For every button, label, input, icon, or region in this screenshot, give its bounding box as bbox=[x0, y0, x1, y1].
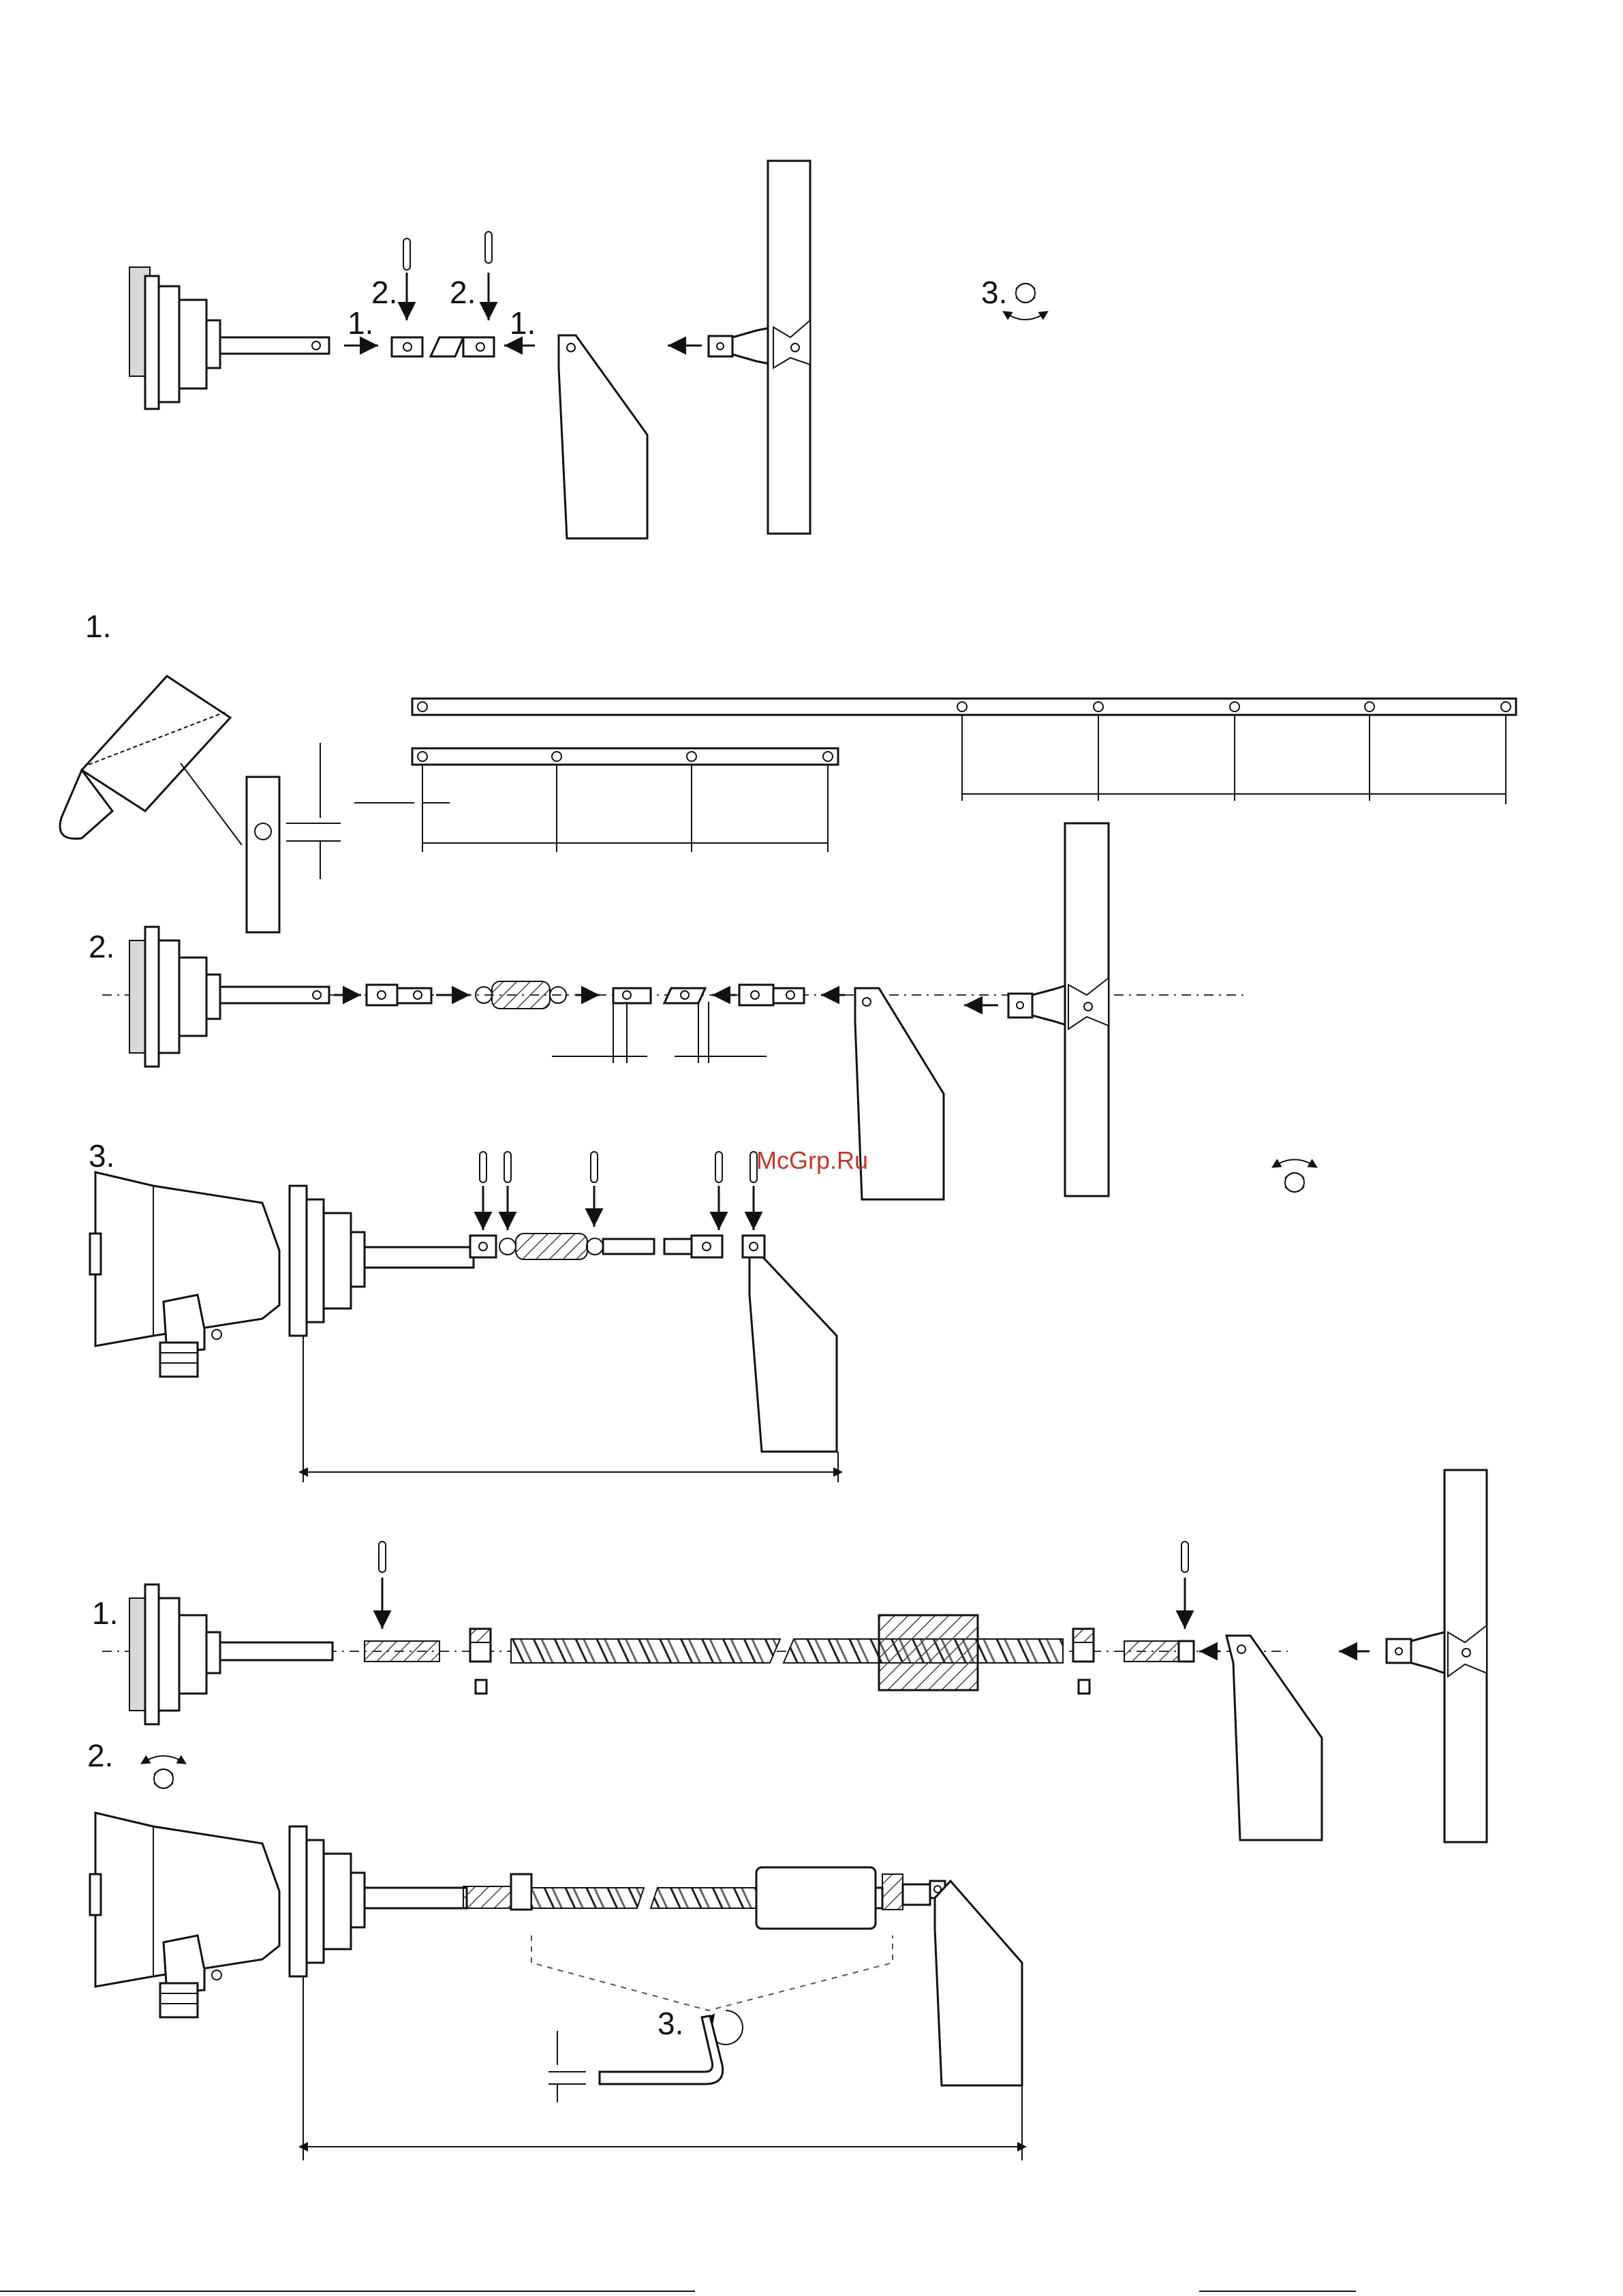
wire-rope-icon bbox=[511, 1639, 780, 1663]
paddle bbox=[559, 335, 647, 538]
clevis bbox=[367, 985, 397, 1005]
step-label: 3. bbox=[981, 275, 1007, 310]
sensor-flange bbox=[129, 1585, 333, 1724]
connector bbox=[613, 988, 651, 1003]
step-label: 2. bbox=[450, 275, 476, 310]
sensor-housing bbox=[90, 1172, 474, 1377]
clevis bbox=[463, 337, 494, 356]
wire-rope-icon bbox=[531, 1888, 644, 1908]
sensor-flange bbox=[129, 267, 329, 409]
rod-piece bbox=[247, 777, 279, 932]
clevis bbox=[739, 985, 773, 1005]
extension-bar-short bbox=[412, 748, 838, 765]
clevis bbox=[470, 1236, 496, 1257]
hacksaw-icon bbox=[60, 676, 242, 845]
rope-weight bbox=[879, 1615, 978, 1690]
shaft-adapter bbox=[1008, 994, 1032, 1017]
paddle bbox=[1226, 1636, 1322, 1840]
hex-key-icon bbox=[548, 2016, 723, 2102]
rope-sleeve bbox=[365, 1641, 439, 1662]
screw-tighten-icon bbox=[1276, 1160, 1314, 1193]
coupling-link bbox=[431, 337, 463, 356]
guide-lines bbox=[531, 1935, 893, 2010]
step-label: 2. bbox=[89, 929, 114, 964]
extension-bar-long bbox=[412, 699, 1516, 715]
spring-icon bbox=[499, 1234, 603, 1259]
rope-weight bbox=[756, 1867, 876, 1929]
section-wire-rope: 1. bbox=[87, 1470, 1487, 2160]
watermark: McGrp.Ru bbox=[756, 1146, 868, 1174]
screw-tighten-icon bbox=[1006, 284, 1045, 320]
cotter-pin-icon bbox=[1181, 1542, 1188, 1629]
cotter-pin-icon bbox=[480, 1152, 757, 1230]
step-label: 2. bbox=[87, 1738, 113, 1773]
shaft-adapter bbox=[1387, 1639, 1411, 1663]
step-label: 1. bbox=[347, 305, 373, 341]
step-label: 3. bbox=[89, 1138, 114, 1174]
paddle bbox=[749, 1257, 837, 1452]
step-label: 1. bbox=[85, 609, 111, 644]
rope-sleeve bbox=[463, 1886, 511, 1908]
paddle bbox=[935, 1881, 1022, 2085]
cotter-pin-icon bbox=[403, 239, 410, 320]
dimension-lines bbox=[552, 1002, 767, 1063]
section-rod-extension: 1. bbox=[60, 609, 1516, 1482]
sensor-flange bbox=[129, 927, 329, 1067]
paddle bbox=[855, 988, 944, 1199]
rope-clamp bbox=[511, 1874, 531, 1910]
dimension-lines bbox=[303, 1976, 1022, 2160]
step-label: 2. bbox=[371, 275, 397, 310]
clevis bbox=[692, 1236, 722, 1257]
cotter-pin-icon bbox=[485, 232, 492, 320]
dimension-lines bbox=[354, 765, 828, 852]
wire-rope-icon bbox=[651, 1888, 756, 1908]
shaft-adapter bbox=[709, 336, 732, 356]
dimension-lines bbox=[962, 715, 1506, 804]
step-label: 1. bbox=[92, 1595, 118, 1631]
sensor-housing bbox=[90, 1813, 467, 2017]
step-label: 3. bbox=[658, 2006, 683, 2041]
step-label: 1. bbox=[510, 305, 536, 341]
clevis bbox=[392, 337, 422, 356]
screw-tighten-icon bbox=[144, 1756, 183, 1789]
cotter-pin-icon bbox=[379, 1542, 386, 1629]
section-basic-assembly: 1. 1. 2. 2. 3. bbox=[129, 161, 1045, 538]
